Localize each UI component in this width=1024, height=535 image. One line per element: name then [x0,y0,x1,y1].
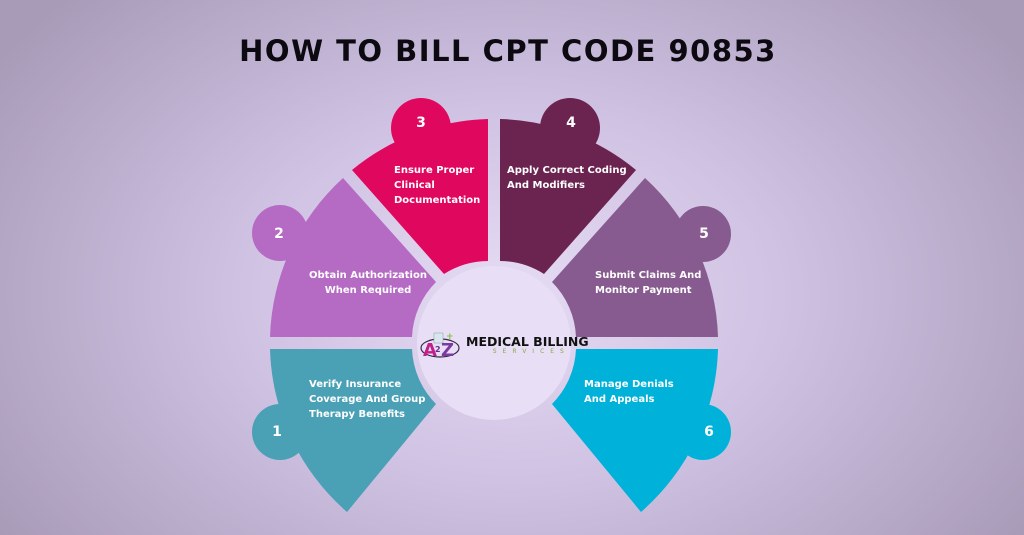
step-5-number: 5 [699,226,709,242]
step-3-label: Ensure Proper Clinical Documentation [394,165,481,206]
step-6-number: 6 [704,424,714,440]
step-4-segment [500,98,636,274]
step-1-label: Verify Insurance Coverage And Group Ther… [309,379,426,420]
step-5-segment [552,178,731,337]
step-4-badge [540,98,600,158]
step-3-badge [391,98,451,158]
step-4-label: Apply Correct Coding And Modifiers [507,165,627,191]
step-2-label: Obtain Authorization When Required [309,270,427,296]
step-5-badge [675,206,731,262]
page-title: HOW TO BILL CPT CODE 90853 [239,34,777,68]
step-2-segment [252,178,436,337]
a2z-logo-icon: + A 2 Z [420,332,460,359]
step-1-segment [252,349,436,512]
step-2-number: 2 [274,226,284,242]
step-1-badge [252,404,308,460]
svg-text:2: 2 [435,345,441,354]
step-1-number: 1 [272,424,282,440]
step-5-label: Submit Claims And Monitor Payment [595,270,702,296]
center-hub [417,266,571,420]
step-6-label: Manage Denials And Appeals [584,379,674,405]
step-2-badge [252,205,308,261]
step-3-number: 3 [416,115,426,131]
logo-name: MEDICAL BILLING [466,333,589,349]
step-6-segment [552,349,731,512]
svg-text:+: + [446,332,454,342]
step-3-segment [352,98,488,274]
svg-text:Z: Z [441,340,454,359]
company-logo: + A 2 Z MEDICAL BILLING SERVICES [420,331,589,359]
logo-tagline: SERVICES [492,347,570,355]
step-4-number: 4 [566,115,576,131]
step-6-badge [675,404,731,460]
svg-text:A: A [423,340,437,359]
